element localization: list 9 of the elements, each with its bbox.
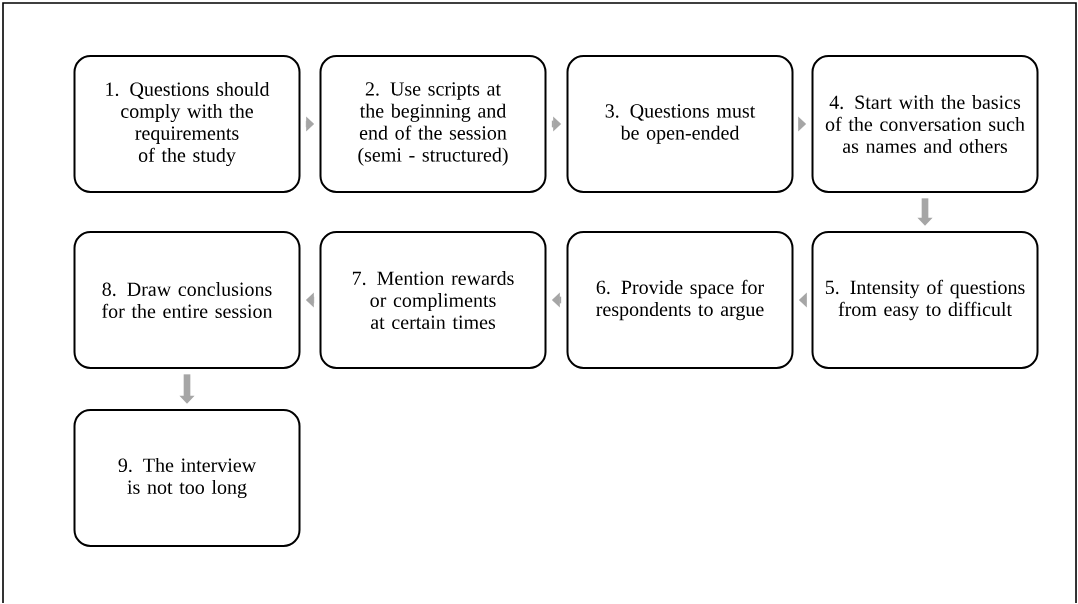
step-box: 4. Start with the basics of the conversation such as names and others	[811, 55, 1039, 193]
step-box: 2. Use scripts at the beginning and end of the session (semi - structured)	[319, 55, 547, 193]
step-box: 8. Draw conclusions for the entire session	[73, 231, 301, 369]
step-box: 1. Questions should comply with the requirements of the study	[73, 55, 301, 193]
step-box: 5. Intensity of questions from easy to difficult	[811, 231, 1039, 369]
step-box: 6. Provide space for respondents to argue	[566, 231, 794, 369]
step-box: 9. The interview is not too long	[73, 409, 301, 547]
step-box: 7. Mention rewards or compliments at certain times	[319, 231, 547, 369]
step-box: 3. Questions must be open-ended	[566, 55, 794, 193]
